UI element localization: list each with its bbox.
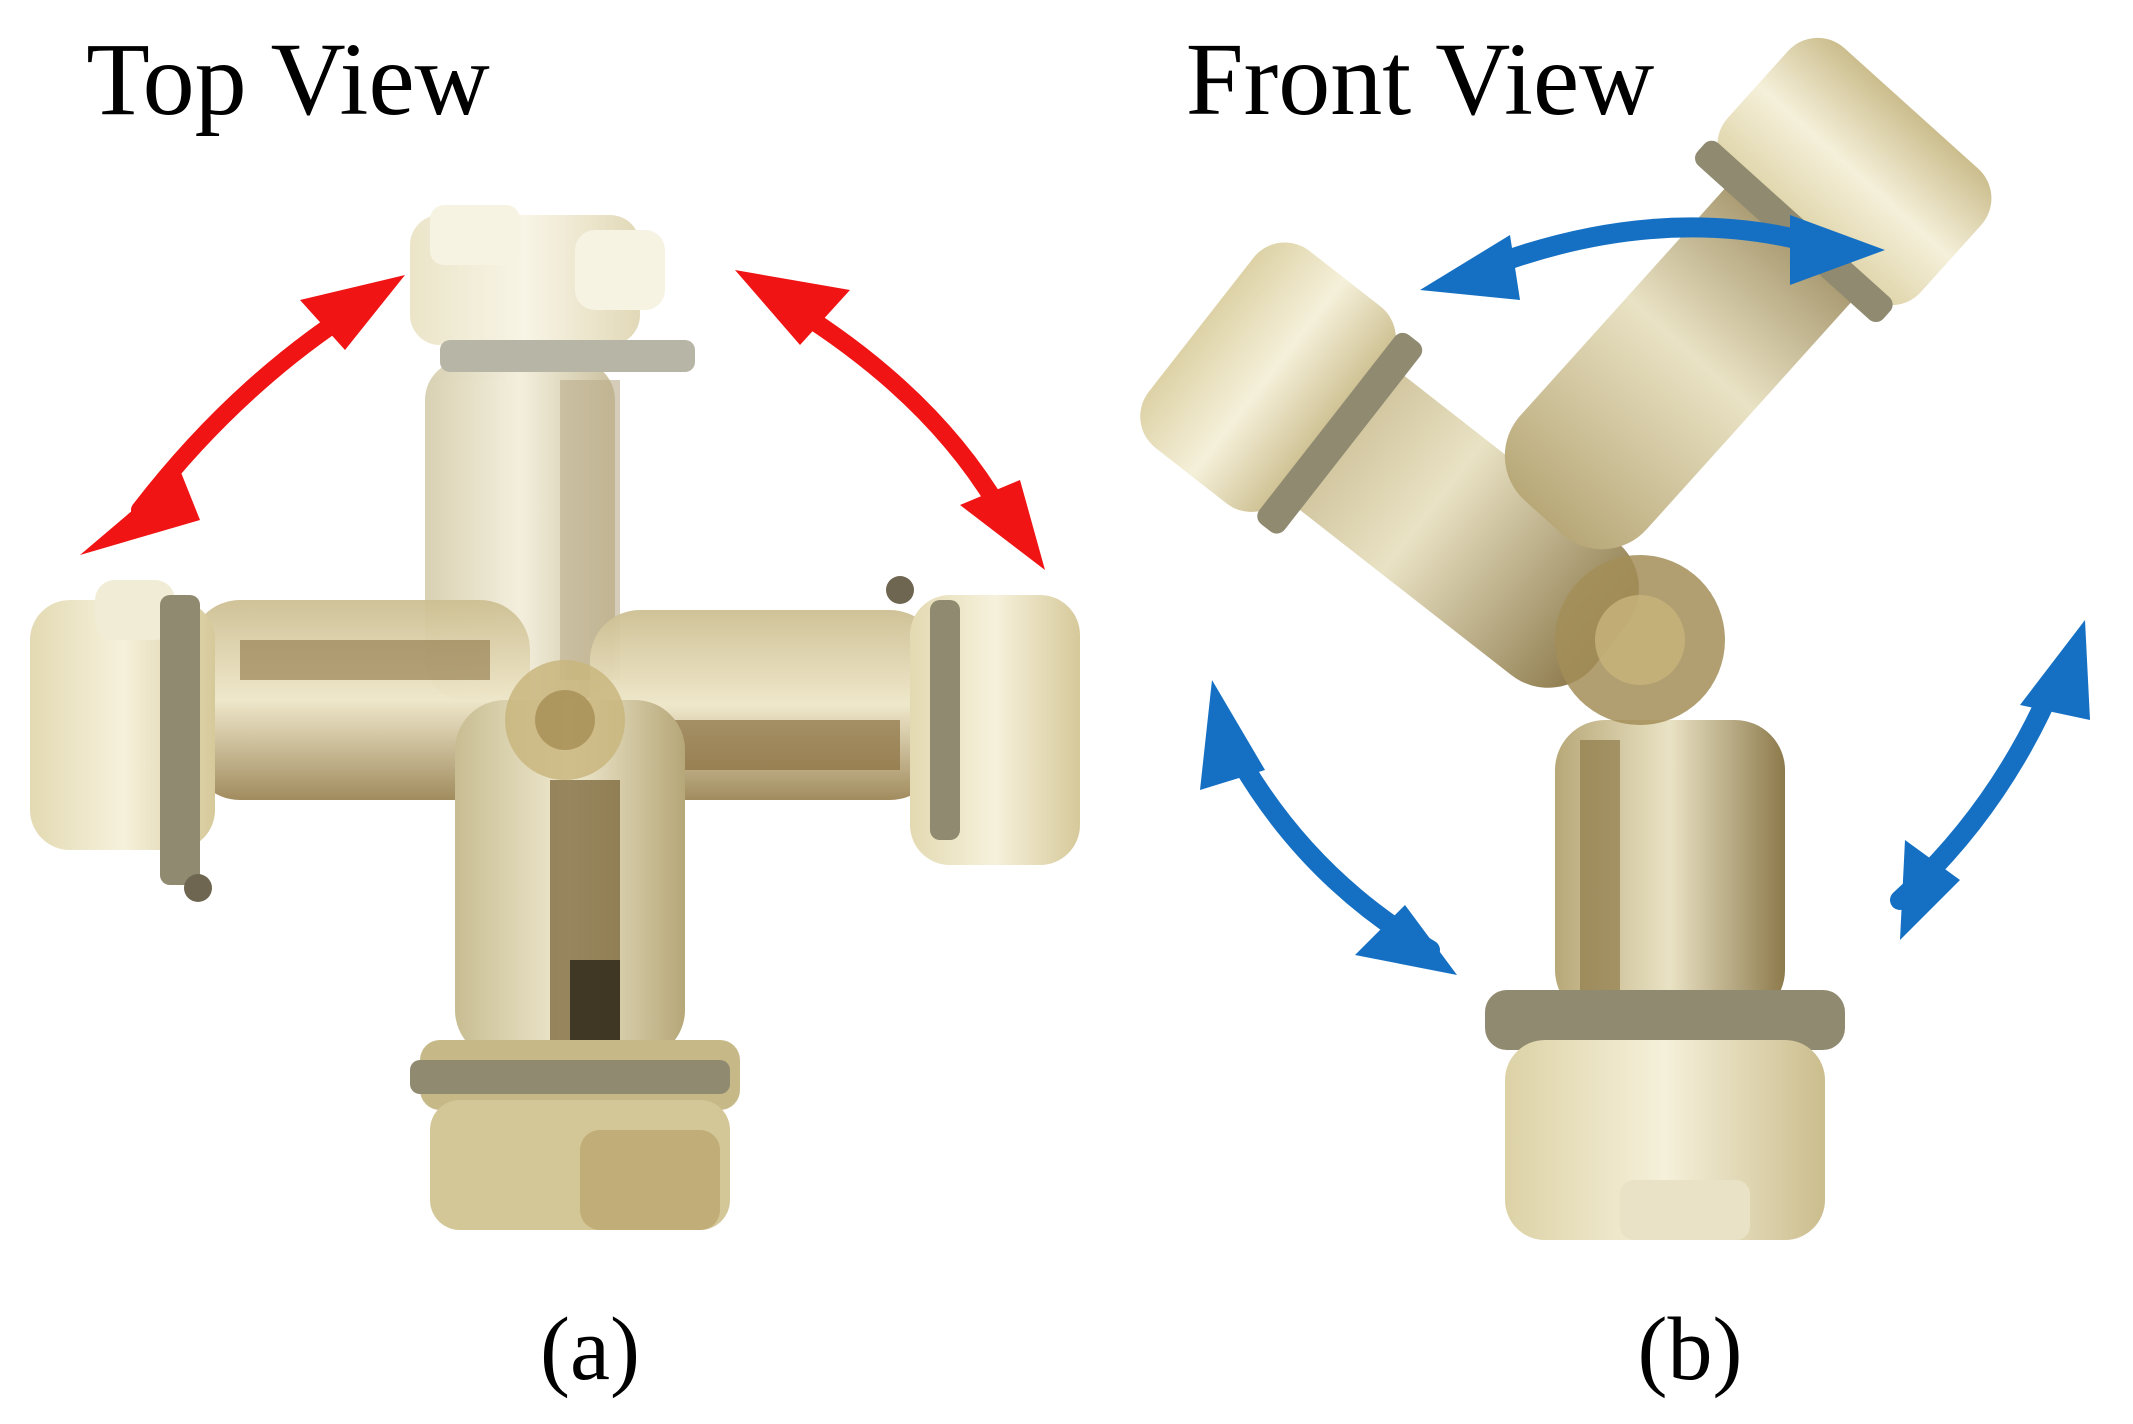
rotation-arrow-left-front bbox=[1200, 680, 1457, 975]
panel-front-view: Front View bbox=[1100, 0, 2133, 1424]
panel-b-caption: (b) bbox=[1637, 1300, 1743, 1399]
panel-a-title: Top View bbox=[86, 22, 490, 137]
panel-top-view: Top View bbox=[30, 22, 1080, 1399]
center-hub-front bbox=[1555, 555, 1725, 725]
bottom-limb bbox=[410, 700, 740, 1230]
upper-left-limb bbox=[1140, 242, 1639, 688]
bottom-limb-front bbox=[1485, 720, 1845, 1240]
panel-b-title: Front View bbox=[1185, 22, 1655, 137]
front-view-photo bbox=[1140, 37, 2090, 1240]
rotation-arrow-left bbox=[80, 275, 405, 555]
left-limb bbox=[30, 580, 530, 902]
rotation-arrow-top bbox=[1420, 215, 1885, 300]
rotation-arrow-right bbox=[735, 270, 1045, 570]
panel-a-caption: (a) bbox=[540, 1300, 640, 1399]
rotation-arrow-right-front bbox=[1890, 620, 2090, 940]
top-view-photo bbox=[30, 205, 1080, 1230]
center-hub bbox=[505, 660, 625, 780]
